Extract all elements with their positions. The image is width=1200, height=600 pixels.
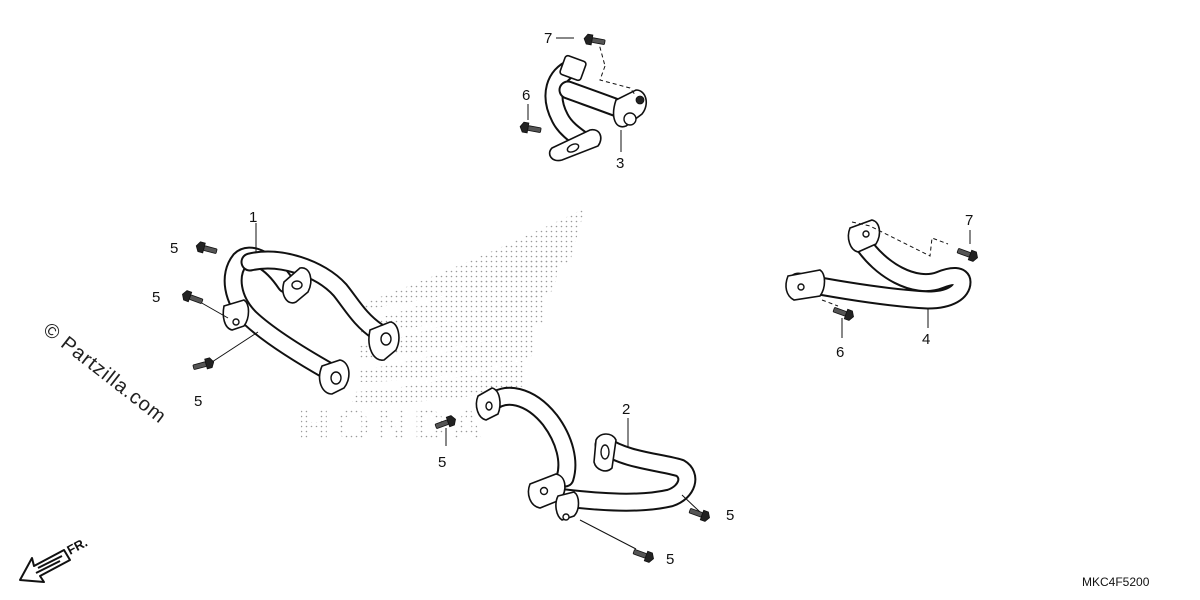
copyright-watermark: © Partzilla.com: [39, 319, 171, 429]
honda-brand-watermark: HONDA: [298, 401, 489, 450]
leader-line: [211, 331, 259, 363]
callout-2: 2: [622, 401, 630, 418]
leader-dashed: [851, 221, 949, 257]
bolt-5-e: [687, 505, 712, 523]
bolt-6-right: [831, 304, 856, 322]
callout-6: 6: [522, 87, 530, 104]
callout-3: 3: [616, 155, 624, 172]
diagram-code: MKC4F5200: [1082, 575, 1150, 589]
callout-5: 5: [194, 393, 202, 410]
leader-dashed: [599, 65, 637, 97]
callout-5: 5: [666, 551, 674, 568]
bolt-7-top: [582, 33, 607, 48]
callout-5: 5: [438, 454, 446, 471]
bolt-5-a: [194, 240, 219, 257]
leader-line: [681, 494, 701, 513]
leader-dashed: [821, 299, 839, 307]
bolt-6-top: [518, 121, 543, 136]
leader-line: [579, 519, 637, 550]
callout-5: 5: [726, 507, 734, 524]
front-direction-label: FR.: [64, 535, 90, 558]
callout-1: 1: [249, 209, 257, 226]
bolt-7-right: [955, 245, 980, 263]
bolt-5-f: [631, 546, 656, 564]
callout-4: 4: [922, 331, 930, 348]
front-direction-arrow: FR.: [19, 535, 90, 583]
callout-7: 7: [544, 30, 552, 47]
callout-5: 5: [170, 240, 178, 257]
callout-6: 6: [836, 344, 844, 361]
bracket-part-4: [785, 219, 972, 310]
callout-5: 5: [152, 289, 160, 306]
bolt-5-c: [191, 356, 216, 373]
callout-7: 7: [965, 212, 973, 229]
bolt-5-b: [180, 289, 205, 307]
bar-part-2: [475, 386, 697, 521]
leader-line: [199, 301, 229, 319]
bracket-part-3: [544, 54, 648, 162]
leader-dashed: [597, 39, 606, 67]
bar-part-1: [222, 246, 400, 395]
